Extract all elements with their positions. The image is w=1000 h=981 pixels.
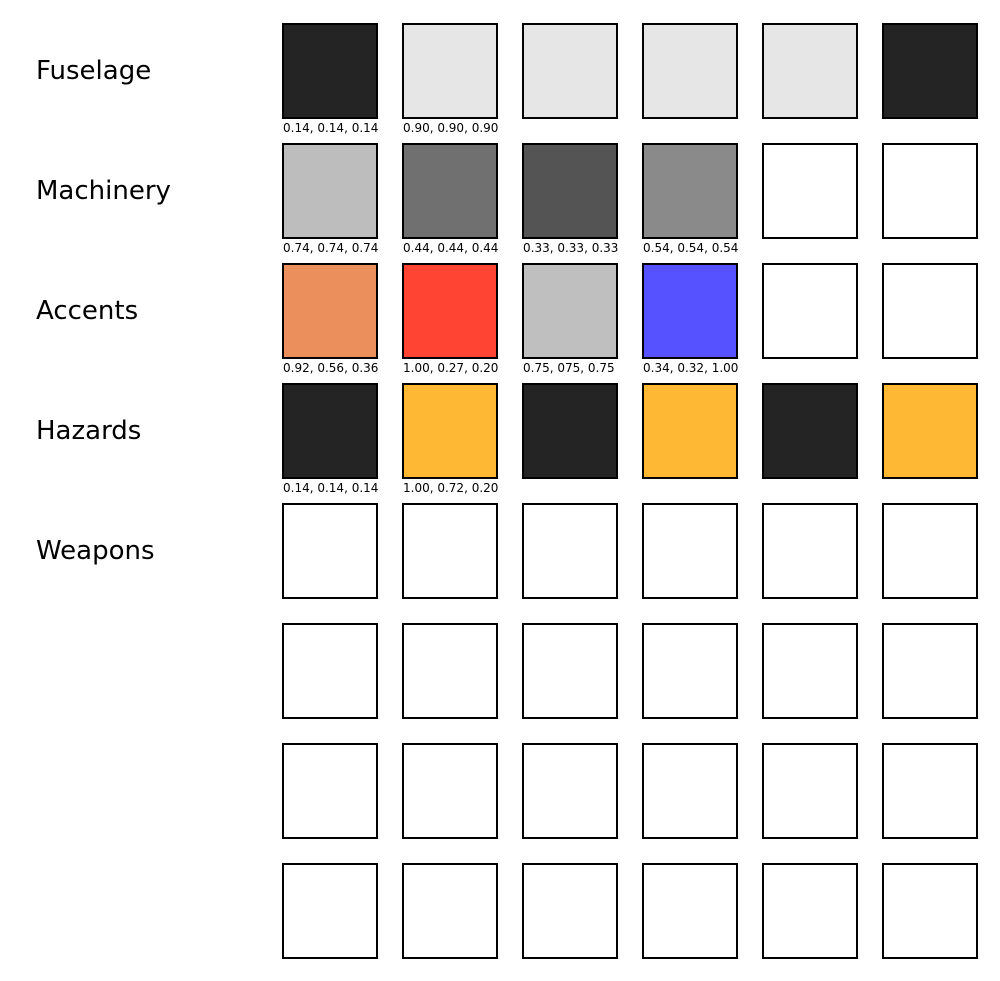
color-swatch[interactable]	[882, 23, 978, 119]
color-swatch[interactable]	[282, 263, 378, 359]
swatch-rgb-caption: 0.33, 0.33, 0.33	[523, 241, 619, 255]
swatch-rgb-caption: 0.54, 0.54, 0.54	[643, 241, 739, 255]
color-swatch[interactable]	[522, 143, 618, 239]
color-swatch[interactable]	[282, 23, 378, 119]
color-swatch[interactable]	[642, 263, 738, 359]
color-swatch[interactable]	[282, 623, 378, 719]
color-swatch[interactable]	[282, 503, 378, 599]
row-label: Fuselage	[36, 56, 152, 86]
color-swatch[interactable]	[882, 263, 978, 359]
color-swatch[interactable]	[282, 743, 378, 839]
color-swatch[interactable]	[762, 743, 858, 839]
swatch-rgb-caption: 1.00, 0.27, 0.20	[403, 361, 499, 375]
color-swatch[interactable]	[282, 863, 378, 959]
color-swatch[interactable]	[522, 23, 618, 119]
color-swatch[interactable]	[762, 143, 858, 239]
color-swatch[interactable]	[522, 743, 618, 839]
color-swatch[interactable]	[402, 863, 498, 959]
color-swatch[interactable]	[762, 503, 858, 599]
color-swatch[interactable]	[642, 383, 738, 479]
color-swatch[interactable]	[642, 863, 738, 959]
color-swatch[interactable]	[762, 383, 858, 479]
color-swatch[interactable]	[402, 143, 498, 239]
color-swatch[interactable]	[522, 263, 618, 359]
color-swatch[interactable]	[402, 383, 498, 479]
color-swatch[interactable]	[282, 143, 378, 239]
color-swatch[interactable]	[762, 23, 858, 119]
swatch-rgb-caption: 0.34, 0.32, 1.00	[643, 361, 739, 375]
swatch-rgb-caption: 0.74, 0.74, 0.74	[283, 241, 379, 255]
row-label: Accents	[36, 296, 139, 326]
color-swatch[interactable]	[402, 23, 498, 119]
swatch-rgb-caption: 0.90, 0.90, 0.90	[403, 121, 499, 135]
color-swatch[interactable]	[762, 263, 858, 359]
color-swatch[interactable]	[762, 863, 858, 959]
color-swatch[interactable]	[882, 503, 978, 599]
color-swatch[interactable]	[882, 383, 978, 479]
color-swatch[interactable]	[522, 503, 618, 599]
color-swatch[interactable]	[402, 503, 498, 599]
color-swatch[interactable]	[882, 743, 978, 839]
color-swatch[interactable]	[522, 863, 618, 959]
row-label: Machinery	[36, 176, 171, 206]
swatch-rgb-caption: 0.14, 0.14, 0.14	[283, 121, 379, 135]
color-swatch[interactable]	[642, 623, 738, 719]
color-swatch[interactable]	[522, 623, 618, 719]
color-swatch[interactable]	[882, 863, 978, 959]
color-swatch[interactable]	[642, 143, 738, 239]
row-label: Weapons	[36, 536, 155, 566]
swatch-rgb-caption: 0.92, 0.56, 0.36	[283, 361, 379, 375]
color-swatch[interactable]	[402, 743, 498, 839]
color-swatch[interactable]	[762, 623, 858, 719]
swatch-rgb-caption: 1.00, 0.72, 0.20	[403, 481, 499, 495]
swatch-rgb-caption: 0.75, 075, 0.75	[523, 361, 615, 375]
color-swatch[interactable]	[402, 623, 498, 719]
color-swatch[interactable]	[402, 263, 498, 359]
color-swatch[interactable]	[642, 743, 738, 839]
color-swatch[interactable]	[882, 623, 978, 719]
swatch-rgb-caption: 0.44, 0.44, 0.44	[403, 241, 499, 255]
swatch-rgb-caption: 0.14, 0.14, 0.14	[283, 481, 379, 495]
color-swatch[interactable]	[882, 143, 978, 239]
color-swatch[interactable]	[282, 383, 378, 479]
color-swatch[interactable]	[522, 383, 618, 479]
row-label: Hazards	[36, 416, 142, 446]
color-swatch[interactable]	[642, 23, 738, 119]
color-swatch[interactable]	[642, 503, 738, 599]
